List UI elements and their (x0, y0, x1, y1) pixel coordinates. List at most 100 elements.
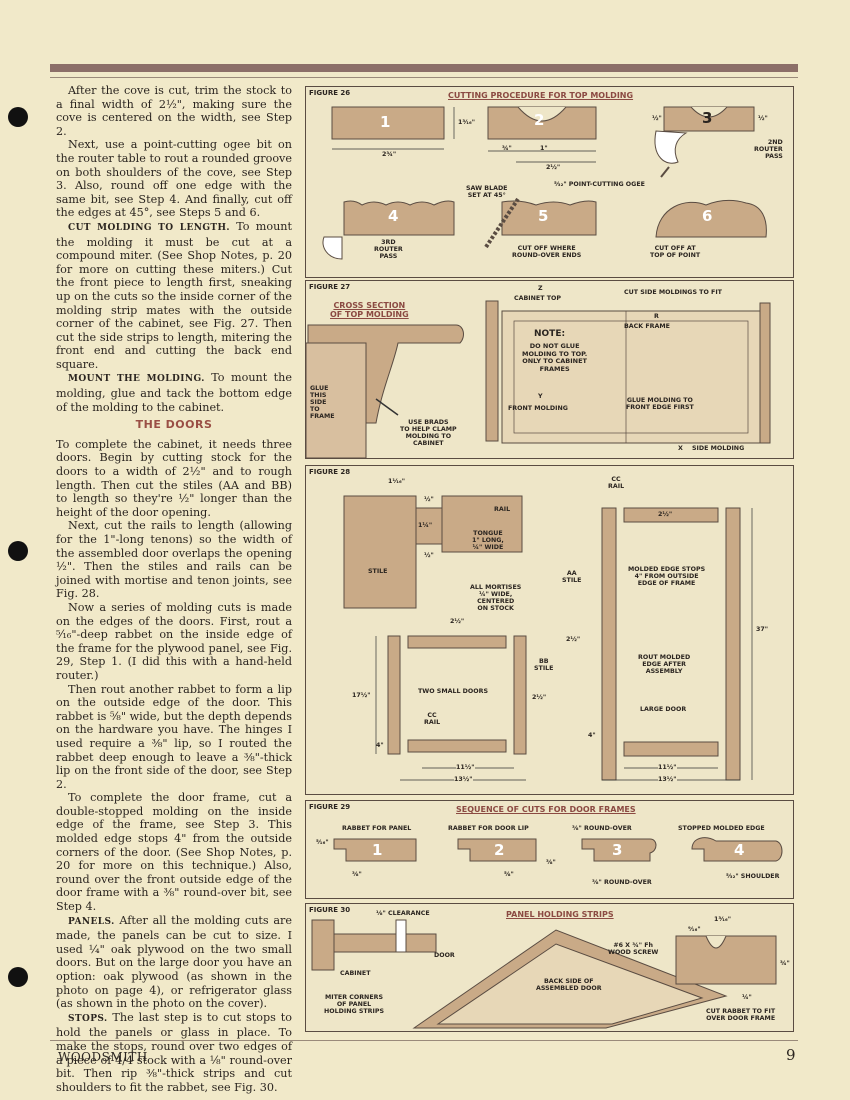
dimension-label: 1" (540, 145, 548, 152)
figure-label: FIGURE 28 (309, 468, 351, 476)
ogee-bit-label: ⁵⁄₃₂" POINT-CUTTING OGEE (554, 181, 645, 188)
dimension-label: 1³⁄₁₆" (714, 916, 731, 923)
paragraph: CUT MOLDING TO LENGTH. To mount the mold… (56, 220, 292, 372)
paragraph: Now a series of molding cuts is made on … (56, 600, 292, 682)
note-body: DO NOT GLUE MOLDING TO TOP. ONLY TO CABI… (522, 342, 588, 373)
saw-blade-label: SAW BLADE SET AT 45° (466, 185, 508, 199)
paragraph-body: To mount the molding, glue and tack the … (56, 371, 292, 414)
step-number: 4 (734, 841, 745, 859)
article-text: After the cove is cut, trim the stock to… (56, 84, 292, 1094)
page-number: 9 (786, 1046, 796, 1064)
miter-corners-label: MITER CORNERS OF PANEL HOLDING STRIPS (324, 994, 385, 1015)
front-molding-label: FRONT MOLDING (508, 405, 568, 412)
router-pass-label: 3RD ROUTER PASS (374, 239, 403, 260)
paragraph: STOPS. The last step is to cut stops to … (56, 1011, 292, 1095)
run-in-head: STOPS. (68, 1013, 108, 1024)
figure-label: FIGURE 29 (309, 803, 351, 811)
figure-label: FIGURE 30 (309, 906, 351, 914)
figure-label: FIGURE 26 (309, 89, 351, 97)
figure-26: FIGURE 26 CUTTING PROCEDURE FOR TOP MOLD… (305, 86, 794, 278)
dimension-label: 2½" (658, 511, 673, 518)
paragraph: Then rout another rabbet to form a lip o… (56, 682, 292, 791)
paragraph: Next, use a point-cutting ogee bit on th… (56, 138, 292, 220)
aa-stile-label: AA STILE (562, 570, 582, 584)
large-door-label: LARGE DOOR (640, 706, 687, 713)
part-letter: X (678, 445, 683, 452)
paragraph: MOUNT THE MOLDING. To mount the molding,… (56, 371, 292, 414)
figure-28-drawing (343, 495, 753, 781)
cabinet-label: CABINET (340, 970, 371, 977)
dimension-label: 4" (588, 732, 596, 739)
step-number: 1 (380, 113, 391, 131)
dimension-label: 1¼" (418, 522, 433, 529)
dimension-label: ½" (652, 115, 662, 122)
back-side-label: BACK SIDE OF ASSEMBLED DOOR (536, 978, 602, 992)
stopped-edge-label: STOPPED MOLDED EDGE (678, 825, 765, 832)
step-number: 2 (494, 841, 505, 859)
rabbet-panel-label: RABBET FOR PANEL (342, 825, 412, 832)
cut-rabbet-label: CUT RABBET TO FIT OVER DOOR FRAME (706, 1008, 776, 1022)
step-number: 4 (388, 207, 399, 225)
dimension-label: 17½" (352, 692, 371, 699)
dimension-label: ½" (758, 115, 768, 122)
paragraph: To complete the door frame, cut a double… (56, 791, 292, 914)
note-heading: NOTE: (534, 329, 566, 339)
part-letter: Y (538, 393, 543, 400)
dimension-label: 13½" (454, 776, 473, 783)
step-number: 3 (702, 109, 713, 127)
paragraph: To complete the cabinet, it needs three … (56, 437, 292, 519)
figure-26-drawing (322, 106, 767, 260)
figure-title: PANEL HOLDING STRIPS (506, 910, 614, 919)
figure-29: FIGURE 29 SEQUENCE OF CUTS FOR DOOR FRAM… (305, 800, 794, 899)
dimension-label: ¾" (502, 145, 512, 152)
dimension-label: 37" (756, 626, 769, 633)
figure-title: CUTTING PROCEDURE FOR TOP MOLDING (448, 91, 634, 100)
dimension-label: ⁵⁄₁₆" (316, 839, 329, 846)
dimension-label: 1¹⁄₁₆" (388, 478, 405, 485)
dimension-label: 2½" (450, 618, 465, 625)
part-letter: R (654, 313, 659, 320)
paragraph-body: To mount the molding it must be cut at a… (56, 219, 292, 371)
figure-30: FIGURE 30 ⅛" CLEARANCE PANEL HOLDING STR… (305, 903, 794, 1032)
roundover-label: ⅜" ROUND-OVER (592, 879, 652, 886)
roundover-label: ⅜" ROUND-OVER (572, 825, 632, 832)
shoulder-label: ⁵⁄₃₂" SHOULDER (726, 873, 780, 880)
dimension-label: ¼" (742, 994, 752, 1001)
dimension-label: ⅜" (352, 871, 362, 878)
glue-label: GLUE THIS SIDE TO FRAME (310, 385, 335, 420)
binder-hole (8, 107, 28, 127)
step-number: 6 (702, 207, 713, 225)
run-in-head: MOUNT THE MOLDING. (68, 374, 205, 385)
section-heading: THE DOORS (135, 418, 213, 432)
cut-off-label: CUT OFF AT TOP OF POINT (650, 245, 701, 259)
figure-title: SEQUENCE OF CUTS FOR DOOR FRAMES (456, 805, 636, 814)
dimension-label: 2½" (532, 694, 547, 701)
back-frame-label: BACK FRAME (624, 323, 670, 330)
door-label: DOOR (434, 952, 455, 959)
top-thin-rule (50, 77, 798, 78)
dimension-label: 13½" (658, 776, 677, 783)
router-pass-label: 2ND ROUTER PASS (754, 139, 783, 160)
dimension-label: ¾" (780, 960, 790, 967)
brads-label: USE BRADS TO HELP CLAMP MOLDING TO CABIN… (400, 419, 457, 447)
rabbet-lip-label: RABBET FOR DOOR LIP (448, 825, 529, 832)
mortises-label: ALL MORTISES ¼" WIDE, CENTERED ON STOCK (470, 584, 522, 612)
rout-molded-label: ROUT MOLDED EDGE AFTER ASSEMBLY (638, 654, 691, 675)
figure-28: FIGURE 28 1¹⁄₁₆" ½" 1¼" ½" RAIL TONGUE 1… (305, 465, 794, 795)
run-in-head: CUT MOLDING TO LENGTH. (68, 222, 230, 233)
figure-title: CROSS SECTION OF TOP MOLDING (330, 301, 409, 319)
paragraph: Next, cut the rails to length (allowing … (56, 519, 292, 601)
top-rule (50, 64, 798, 72)
dimension-label: 2¾" (382, 151, 397, 158)
rail-label: RAIL (494, 506, 511, 513)
dimension-label: 11½" (456, 764, 475, 771)
two-small-doors-label: TWO SMALL DOORS (418, 688, 488, 695)
cc-rail-label: CC RAIL (608, 476, 625, 490)
screw-label: #6 X ¾" Fh WOOD SCREW (608, 942, 659, 956)
side-molding-label: SIDE MOLDING (692, 445, 745, 452)
cut-off-label: CUT OFF WHERE ROUND-OVER ENDS (512, 245, 582, 259)
figure-27: FIGURE 27 CROSS SECTION OF TOP MOLDING G… (305, 280, 794, 459)
clearance-label: ⅛" CLEARANCE (376, 910, 430, 917)
paragraph-body: The last step is to cut stops to hold th… (56, 1010, 293, 1094)
step-number: 5 (538, 207, 549, 225)
